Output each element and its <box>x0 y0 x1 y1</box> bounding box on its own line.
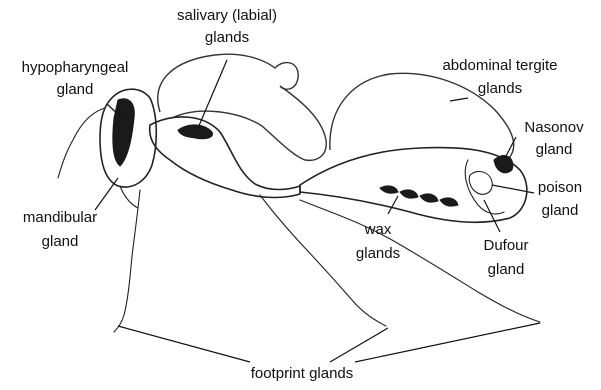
wax-leader <box>388 196 398 214</box>
poison-leader <box>492 185 534 193</box>
dufour-leader <box>484 200 500 232</box>
mandible <box>120 186 138 208</box>
legs <box>114 190 540 332</box>
nasonov-gland-mark <box>494 155 513 172</box>
antenna <box>58 108 105 178</box>
leader-lines <box>95 60 540 362</box>
thorax <box>150 117 300 198</box>
abdominal-leader <box>450 98 468 101</box>
footprint-leader-3 <box>355 323 540 362</box>
mandibular-label-line2: gland <box>42 233 79 250</box>
wax-label-line1: wax <box>364 221 392 238</box>
nasonov-label-line2: gland <box>536 141 573 158</box>
mandibular-label-line1: mandibular <box>23 209 97 226</box>
head <box>58 89 156 208</box>
foreleg <box>114 190 140 332</box>
hypopharyngeal-label-line2: gland <box>57 81 94 98</box>
hypopharyngeal-label-line1: hypopharyngeal <box>22 59 129 76</box>
dufour-label-line2: gland <box>488 261 525 278</box>
poison-gland-outline <box>469 171 492 194</box>
wax-gland-plate-2 <box>400 190 418 198</box>
wax-gland-plate-1 <box>380 186 398 193</box>
salivary-label-line1: salivary (labial) <box>177 7 277 24</box>
footprint-label: footprint glands <box>251 365 354 382</box>
poison-label-line1: poison <box>538 179 582 196</box>
forewing-outline <box>158 54 326 160</box>
wax-gland-plate-3 <box>420 194 438 202</box>
abdominal-label-line1: abdominal tergite <box>442 57 557 74</box>
salivary-gland-mark <box>178 125 213 139</box>
salivary-leader <box>198 60 227 128</box>
wax-label-line2: glands <box>356 245 400 262</box>
hypopharyngeal-gland-mark <box>113 99 134 166</box>
footprint-leader-1 <box>118 326 250 362</box>
salivary-label-line2: glands <box>205 29 249 46</box>
mandibular-leader <box>95 178 118 210</box>
thorax-outline <box>150 117 300 198</box>
abdominal-label-line2: glands <box>478 80 522 97</box>
poison-label-line2: gland <box>542 202 579 219</box>
wax-gland-plate-4 <box>440 198 458 206</box>
dufour-label-line1: Dufour <box>483 237 528 254</box>
nasonov-label-line1: Nasonov <box>524 119 584 136</box>
